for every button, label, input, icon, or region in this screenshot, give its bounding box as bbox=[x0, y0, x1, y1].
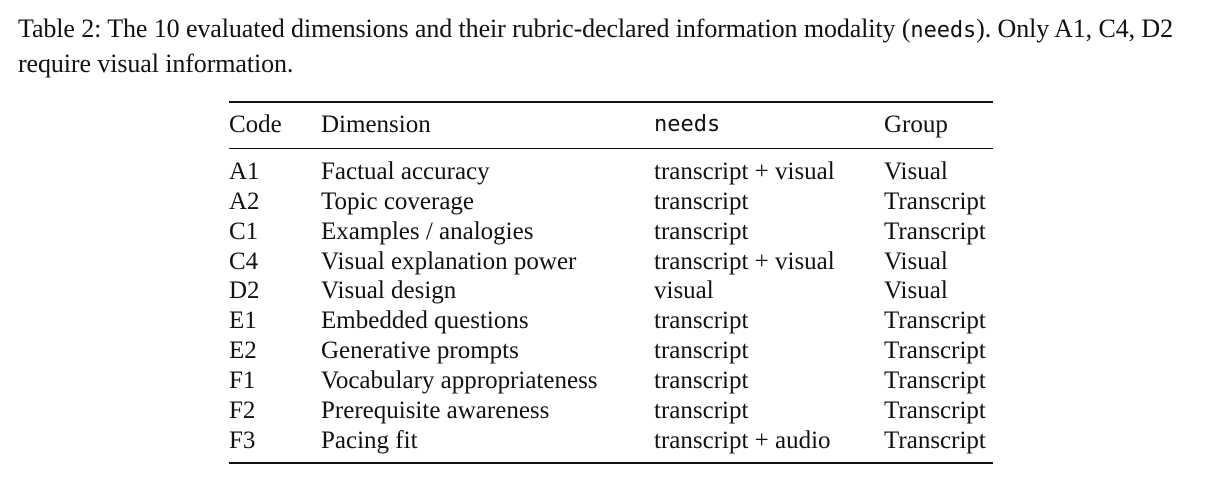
cell-needs: transcript + visual bbox=[654, 158, 835, 185]
cell-group: Transcript bbox=[884, 188, 986, 215]
cell-needs: transcript + visual bbox=[654, 248, 835, 275]
table-bottom-rule bbox=[229, 462, 993, 465]
table-row: D2 Visual design visual Visual bbox=[229, 276, 993, 306]
table-header-rule bbox=[229, 148, 993, 150]
table-top-rule bbox=[229, 101, 993, 104]
table-caption: Table 2: The 10 evaluated dimensions and… bbox=[18, 12, 1214, 80]
cell-code: F3 bbox=[229, 427, 256, 454]
cell-dimension: Pacing fit bbox=[321, 427, 418, 454]
table-row: F3 Pacing fit transcript + audio Transcr… bbox=[229, 426, 993, 456]
cell-group: Transcript bbox=[884, 307, 986, 334]
cell-needs: transcript bbox=[654, 337, 749, 364]
cell-group: Visual bbox=[884, 248, 948, 275]
header-needs: needs bbox=[654, 112, 721, 137]
cell-group: Visual bbox=[884, 277, 948, 304]
cell-group: Transcript bbox=[884, 427, 986, 454]
cell-dimension: Visual explanation power bbox=[321, 248, 577, 275]
cell-code: A2 bbox=[229, 188, 260, 215]
cell-code: C1 bbox=[229, 218, 259, 245]
header-dimension: Dimension bbox=[321, 111, 431, 138]
table-row: F1 Vocabulary appropriateness transcript… bbox=[229, 366, 993, 396]
cell-group: Transcript bbox=[884, 397, 986, 424]
table-row: E1 Embedded questions transcript Transcr… bbox=[229, 306, 993, 336]
cell-code: E1 bbox=[229, 307, 257, 334]
table-header-row: Code Dimension needs Group bbox=[229, 110, 993, 140]
cell-needs: visual bbox=[654, 277, 714, 304]
cell-dimension: Topic coverage bbox=[321, 188, 475, 215]
table-row: C4 Visual explanation power transcript +… bbox=[229, 247, 993, 277]
cell-dimension: Prerequisite awareness bbox=[321, 397, 550, 424]
table-row: E2 Generative prompts transcript Transcr… bbox=[229, 336, 993, 366]
cell-dimension: Generative prompts bbox=[321, 337, 519, 364]
cell-group: Transcript bbox=[884, 337, 986, 364]
cell-dimension: Visual design bbox=[321, 277, 457, 304]
header-code: Code bbox=[229, 111, 282, 138]
caption-label: Table 2: bbox=[18, 14, 102, 43]
cell-group: Transcript bbox=[884, 218, 986, 245]
cell-needs: transcript bbox=[654, 307, 749, 334]
cell-code: E2 bbox=[229, 337, 257, 364]
table-row: A1 Factual accuracy transcript + visual … bbox=[229, 157, 993, 187]
table-row: F2 Prerequisite awareness transcript Tra… bbox=[229, 396, 993, 426]
caption-code: needs bbox=[910, 18, 977, 43]
cell-needs: transcript bbox=[654, 218, 749, 245]
cell-dimension: Examples / analogies bbox=[321, 218, 534, 245]
table-row: A2 Topic coverage transcript Transcript bbox=[229, 187, 993, 217]
cell-code: F2 bbox=[229, 397, 256, 424]
cell-code: D2 bbox=[229, 277, 260, 304]
header-group: Group bbox=[884, 111, 948, 138]
cell-needs: transcript + audio bbox=[654, 427, 831, 454]
cell-code: F1 bbox=[229, 367, 256, 394]
caption-text-before: The 10 evaluated dimensions and their ru… bbox=[101, 14, 911, 43]
cell-group: Transcript bbox=[884, 367, 986, 394]
cell-dimension: Embedded questions bbox=[321, 307, 529, 334]
cell-code: C4 bbox=[229, 248, 259, 275]
cell-code: A1 bbox=[229, 158, 260, 185]
cell-dimension: Vocabulary appropriateness bbox=[321, 367, 598, 394]
cell-needs: transcript bbox=[654, 367, 749, 394]
caption-text-after: ). Only A1, C4, D2 require visual inform… bbox=[18, 14, 1173, 78]
cell-dimension: Factual accuracy bbox=[321, 158, 490, 185]
table-row: C1 Examples / analogies transcript Trans… bbox=[229, 217, 993, 247]
cell-needs: transcript bbox=[654, 397, 749, 424]
cell-needs: transcript bbox=[654, 188, 749, 215]
cell-group: Visual bbox=[884, 158, 948, 185]
